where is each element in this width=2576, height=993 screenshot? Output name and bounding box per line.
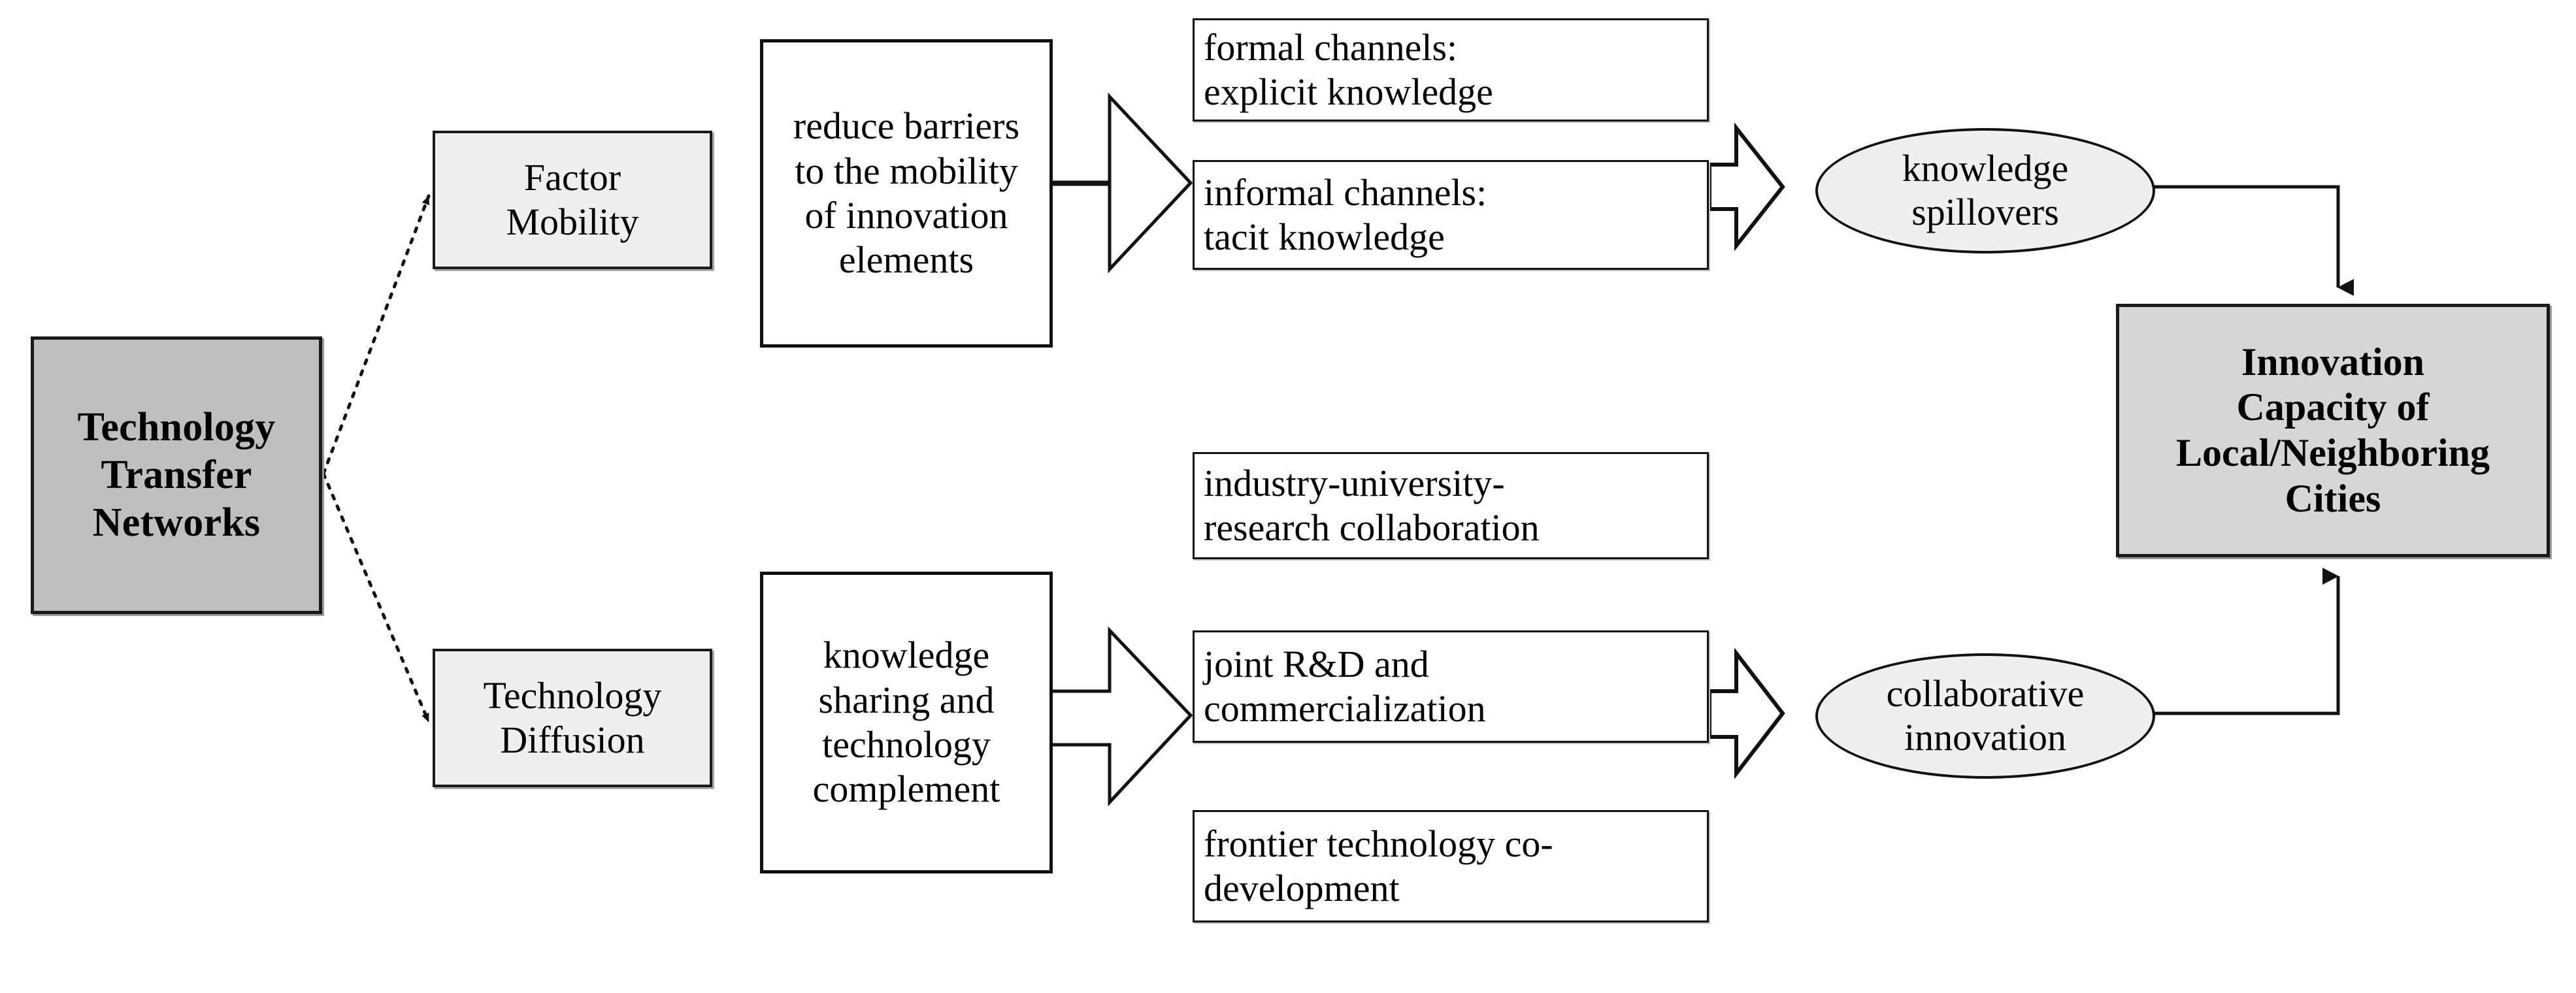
node-label: collaborative innovation bbox=[1886, 672, 2085, 758]
node-label: formal channels: explicit knowledge bbox=[1204, 25, 1493, 113]
node-joint-rd-commercialization[interactable]: joint R&D and commercialization bbox=[1193, 630, 1709, 743]
node-label: Innovation Capacity of Local/Neighboring… bbox=[2175, 340, 2490, 520]
node-label: knowledge spillovers bbox=[1902, 147, 2069, 233]
chevron-arrow-to-knowledge-spillovers bbox=[1708, 122, 1785, 252]
connector-ttn-to-tech-diffusion bbox=[322, 472, 431, 724]
node-label: Technology Diffusion bbox=[483, 674, 662, 761]
node-innovation-capacity[interactable]: Innovation Capacity of Local/Neighboring… bbox=[2116, 304, 2550, 557]
node-label: Factor Mobility bbox=[506, 155, 639, 243]
connector-spillovers-to-innovation-capacity bbox=[2149, 185, 2354, 296]
node-label: joint R&D and commercialization bbox=[1204, 642, 1486, 730]
node-label: Technology Transfer Networks bbox=[77, 404, 276, 545]
node-label: reduce barriers to the mobility of innov… bbox=[793, 105, 1020, 282]
node-formal-channels[interactable]: formal channels: explicit knowledge bbox=[1193, 18, 1709, 122]
block-arrow-tech-diffusion-channels bbox=[1046, 626, 1193, 807]
node-label: industry-university- research collaborat… bbox=[1204, 461, 1540, 549]
node-label: informal channels: tacit knowledge bbox=[1204, 171, 1487, 258]
connector-ttn-to-factor-mobility bbox=[322, 194, 431, 476]
node-technology-transfer-networks[interactable]: Technology Transfer Networks bbox=[31, 336, 322, 614]
connector-collaborative-to-innovation-capacity bbox=[2149, 568, 2340, 715]
node-factor-mobility[interactable]: Factor Mobility bbox=[433, 131, 712, 269]
node-knowledge-sharing-technology-complement[interactable]: knowledge sharing and technology complem… bbox=[760, 572, 1053, 873]
block-arrow-factor-mobility-channels bbox=[1046, 92, 1193, 274]
node-knowledge-spillovers[interactable]: knowledge spillovers bbox=[1815, 128, 2155, 253]
node-reduce-barriers[interactable]: reduce barriers to the mobility of innov… bbox=[760, 39, 1053, 348]
node-industry-university-research-collaboration[interactable]: industry-university- research collaborat… bbox=[1193, 452, 1709, 559]
chevron-arrow-to-collaborative-innovation bbox=[1708, 647, 1785, 779]
node-informal-channels[interactable]: informal channels: tacit knowledge bbox=[1193, 160, 1709, 270]
node-frontier-technology-co-development[interactable]: frontier technology co- development bbox=[1193, 810, 1709, 922]
node-collaborative-innovation[interactable]: collaborative innovation bbox=[1815, 653, 2155, 779]
node-label: knowledge sharing and technology complem… bbox=[812, 634, 1000, 811]
node-label: frontier technology co- development bbox=[1204, 822, 1553, 909]
node-technology-diffusion[interactable]: Technology Diffusion bbox=[433, 649, 712, 787]
